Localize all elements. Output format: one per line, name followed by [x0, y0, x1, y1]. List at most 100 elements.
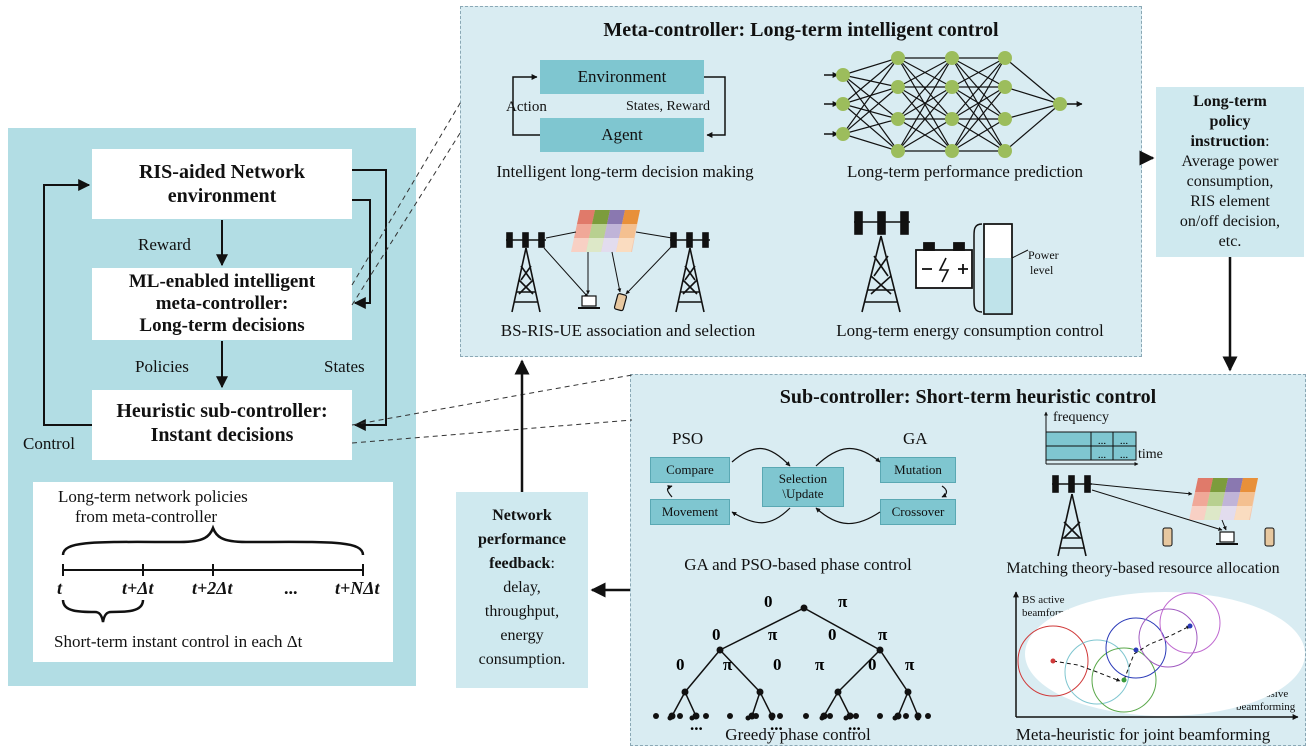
- movement-label: Movement: [661, 504, 719, 519]
- ml-meta-controller-box: ML-enabled intelligent meta-controller: …: [92, 268, 352, 340]
- tree-label: 0: [712, 625, 721, 644]
- tree-leaf: [843, 715, 849, 721]
- nn-node: [998, 80, 1012, 94]
- policy-line2: policy: [1209, 113, 1251, 130]
- mutation-label: Mutation: [894, 462, 942, 477]
- action-label: Action: [506, 99, 547, 115]
- dashed-connectors: [351, 99, 633, 444]
- environment-box: Environment: [540, 60, 704, 94]
- nn-edge: [897, 118, 953, 152]
- tree-bottom-node: [653, 713, 659, 719]
- nn-edge: [1004, 103, 1061, 120]
- meta-box-line3: Long-term decisions: [139, 315, 305, 336]
- grid-cell-ellipsis: ...: [1120, 435, 1129, 447]
- policy-line3-bold: instruction: [1190, 133, 1266, 150]
- power-gauge-icon: [973, 223, 1029, 315]
- agent-label: Agent: [601, 125, 643, 144]
- tree-label: π: [878, 625, 888, 644]
- tree-bottom-node: [803, 713, 809, 719]
- policy-line6: RIS element: [1190, 193, 1270, 210]
- nn-edge: [951, 118, 1006, 152]
- nn-edge: [842, 133, 899, 152]
- tree-leaf: [689, 715, 695, 721]
- phone-icon: [613, 293, 628, 312]
- energy-illustration: [854, 211, 1029, 315]
- tree-bottom-node: [677, 713, 683, 719]
- grid-dot-labels: ............: [1098, 435, 1129, 461]
- policy-line3: instruction:: [1156, 133, 1304, 151]
- feedback-line3-colon: :: [550, 555, 555, 572]
- reward-label: Reward: [138, 235, 191, 254]
- battery-icon: [915, 242, 973, 289]
- nn-edge: [897, 57, 953, 152]
- tree-edge: [879, 649, 909, 693]
- bs-active-label-line1: BS active: [1022, 594, 1065, 606]
- tree-label: π: [768, 625, 778, 644]
- long-term-policy-box: [1156, 87, 1304, 257]
- policy-line8: etc.: [1218, 233, 1242, 250]
- timeline-top-line1: Long-term network policies: [58, 487, 248, 506]
- movement-box: Movement: [650, 499, 730, 525]
- heuristic-sub-controller-box: Heuristic sub-controller: Instant decisi…: [92, 390, 352, 460]
- environment-label: Environment: [577, 67, 667, 86]
- feedback-line7: consumption.: [478, 651, 566, 668]
- tree-label: 0: [773, 655, 782, 674]
- timeline-tick-t: t: [57, 578, 63, 598]
- timeline-bottom-caption: Short-term instant control in each Δt: [54, 632, 303, 651]
- tree-leaf: [745, 715, 751, 721]
- selection-label: Selection: [778, 471, 828, 487]
- nn-edge: [1004, 57, 1061, 105]
- tree-leaf: [769, 715, 775, 721]
- feedback-line1: Network: [492, 507, 552, 524]
- nn-node: [945, 144, 959, 158]
- time-frequency-grid: [1044, 411, 1139, 466]
- ga-pso-caption: GA and PSO-based phase control: [684, 555, 912, 574]
- tree-edge: [719, 607, 805, 651]
- tree-node: [681, 688, 689, 696]
- tree-edge: [907, 691, 919, 717]
- tree-bottom-node: [853, 713, 859, 719]
- tree-node: [834, 688, 842, 696]
- nn-node: [891, 80, 905, 94]
- mutation-box: Mutation: [880, 457, 956, 483]
- tree-leaf: [819, 715, 825, 721]
- performance-prediction-caption: Long-term performance prediction: [846, 162, 1083, 181]
- sub-panel-title: Sub-controller: Short-term heuristic con…: [779, 386, 1157, 408]
- tree-edge: [803, 607, 881, 651]
- nn-node: [998, 112, 1012, 126]
- greedy-caption: Greedy phase control: [725, 725, 871, 744]
- nn-node: [836, 97, 850, 111]
- tree-label: π: [838, 592, 848, 611]
- nn-edge: [842, 103, 899, 120]
- feedback-line2: performance: [478, 531, 566, 548]
- timeline-tick-ellipsis: ...: [284, 578, 298, 598]
- ga-label: GA: [903, 429, 928, 448]
- states-reward-label: States, Reward: [626, 99, 710, 114]
- meta-box-line2: meta-controller:: [155, 293, 289, 314]
- tree-leaf: [915, 715, 921, 721]
- policy-line5: consumption,: [1186, 173, 1274, 190]
- tree-label: 0: [828, 625, 837, 644]
- matching-caption: Matching theory-based resource allocatio…: [1006, 560, 1280, 577]
- tree-leaf: [667, 715, 673, 721]
- tree-bottom-node: [827, 713, 833, 719]
- nn-edge: [1004, 86, 1061, 105]
- ris-panel-icon: [571, 210, 640, 252]
- left-flow-arrows: [43, 169, 387, 431]
- tree-leaf: [892, 715, 898, 721]
- selection-update-box: Selection \Update: [762, 467, 844, 507]
- meta-heuristic-caption: Meta-heuristic for joint beamforming: [1015, 725, 1271, 744]
- time-axis-label: time: [1138, 447, 1163, 462]
- nn-edge: [842, 74, 899, 152]
- compare-label: Compare: [666, 462, 714, 477]
- matching-links: [1091, 483, 1227, 531]
- timeline-tick-t-plus-2dt: t+2Δt: [192, 578, 233, 598]
- tree-bottom-node: [925, 713, 931, 719]
- nn-node: [836, 68, 850, 82]
- nn-edge: [842, 57, 899, 135]
- grid-cell-ellipsis: ...: [1098, 449, 1107, 461]
- tree-edge: [684, 649, 721, 693]
- tree-bottom-node: [703, 713, 709, 719]
- timeline-top-line2: from meta-controller: [75, 507, 218, 526]
